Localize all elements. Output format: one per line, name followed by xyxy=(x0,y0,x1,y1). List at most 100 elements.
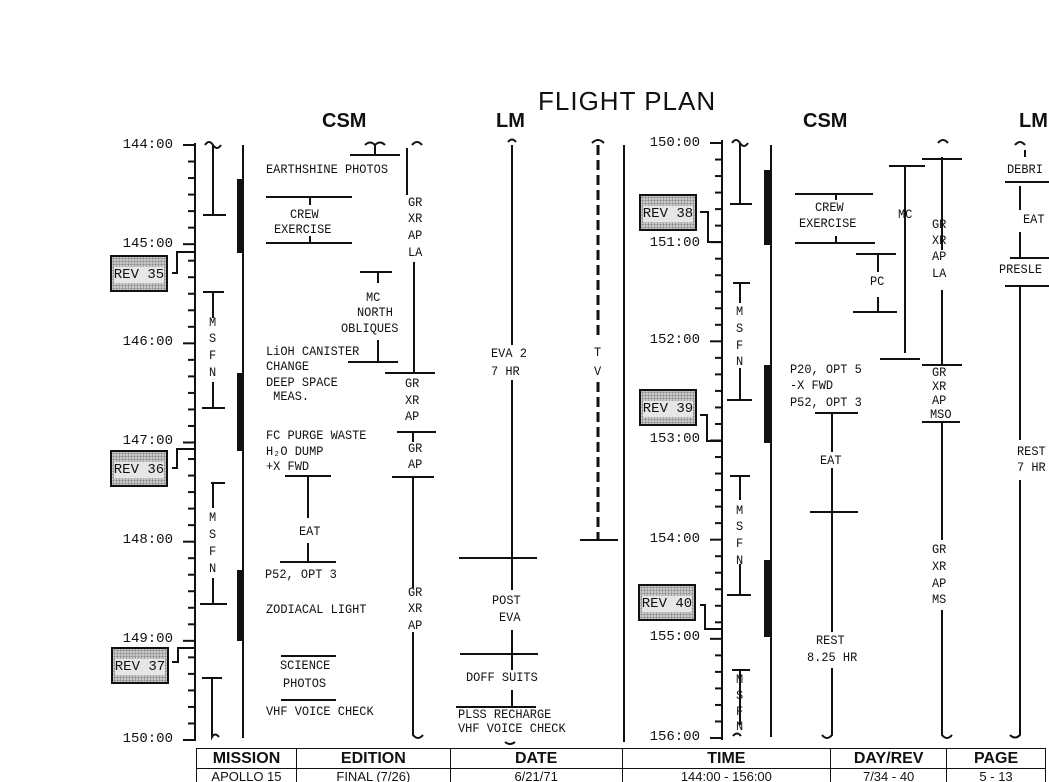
attitude-code: XR xyxy=(408,601,423,616)
msfn-letter: N xyxy=(736,354,744,369)
time-label: 148:00 xyxy=(122,532,173,548)
page-title: FLIGHT PLAN xyxy=(538,86,717,116)
attitude-code: MS xyxy=(932,592,947,607)
msfn-letter: S xyxy=(736,688,744,703)
csm-header-right: CSM xyxy=(803,110,848,132)
rev-box: REV 38 xyxy=(639,194,697,231)
msfn-letter: S xyxy=(209,331,217,346)
attitude-code: XR xyxy=(932,559,947,574)
attitude-code: MSO xyxy=(930,407,952,422)
activity-mc: MC xyxy=(898,207,913,222)
attitude-code: AP xyxy=(408,457,423,472)
lm-plss-recharge: PLSS RECHARGE xyxy=(458,707,552,722)
activity-rest-duration: 8.25 HR xyxy=(807,650,858,665)
rev-box: REV 37 xyxy=(111,647,169,684)
lm-doff-suits: DOFF SUITS xyxy=(466,670,538,685)
time-label: 145:00 xyxy=(122,236,173,252)
footer-header-time: TIME xyxy=(621,748,832,769)
attitude-code: GR xyxy=(405,376,420,391)
attitude-code: XR xyxy=(405,393,420,408)
attitude-code: AP xyxy=(932,393,947,408)
time-label: 146:00 xyxy=(122,334,173,350)
activity-vhf-voice-check: VHF VOICE CHECK xyxy=(266,704,374,719)
activity-zodiacal-light: ZODIACAL LIGHT xyxy=(266,602,367,617)
activity-p52: P52, OPT 3 xyxy=(790,395,862,410)
time-label: 154:00 xyxy=(649,531,700,547)
msfn-letter: N xyxy=(209,365,217,380)
lm-header-left: LM xyxy=(496,110,525,132)
rev-box: REV 39 xyxy=(639,389,697,426)
activity-lioh-canister: LiOH CANISTER xyxy=(266,344,360,359)
footer-header-day-rev: DAY/REV xyxy=(830,748,948,769)
lm-rest: REST xyxy=(1017,444,1046,459)
time-label: 150:00 xyxy=(122,731,173,747)
time-label: 152:00 xyxy=(649,332,700,348)
time-label: 156:00 xyxy=(649,729,700,745)
attitude-code: GR xyxy=(932,217,947,232)
msfn-letter: M xyxy=(736,672,744,687)
time-label: 155:00 xyxy=(649,629,700,645)
footer-header-mission: MISSION xyxy=(196,748,297,769)
attitude-code: AP xyxy=(405,409,420,424)
msfn-letter: S xyxy=(736,519,744,534)
time-label: 151:00 xyxy=(649,235,700,251)
footer-time: 144:00 - 156:00 xyxy=(621,768,832,782)
activity-exercise: EXERCISE xyxy=(799,216,857,231)
msfn-letter: F xyxy=(736,704,744,719)
time-label: 153:00 xyxy=(649,431,700,447)
msfn-letter: F xyxy=(209,544,217,559)
activity-obliques: OBLIQUES xyxy=(341,321,399,336)
attitude-code: LA xyxy=(408,245,423,260)
msfn-letter: M xyxy=(209,510,217,525)
attitude-code: GR xyxy=(932,542,947,557)
attitude-code: GR xyxy=(408,441,423,456)
time-label: 144:00 xyxy=(122,137,173,153)
msfn-letter: S xyxy=(736,321,744,336)
csm-header-left: CSM xyxy=(322,110,367,132)
activity-eat: EAT xyxy=(299,524,321,539)
activity-rest: REST xyxy=(816,633,845,648)
msfn-letter: F xyxy=(209,348,217,363)
activity-pc: PC xyxy=(870,274,885,289)
lm-presleep: PRESLE xyxy=(999,262,1043,277)
lm-eat: EAT xyxy=(1023,212,1045,227)
attitude-code: AP xyxy=(408,618,423,633)
footer-date: 6/21/71 xyxy=(449,768,623,782)
footer-day-rev: 7/34 - 40 xyxy=(830,768,948,782)
activity-crew: CREW xyxy=(815,200,844,215)
activity-meas: MEAS. xyxy=(266,389,310,404)
activity-crew: CREW xyxy=(290,207,319,222)
attitude-code: GR xyxy=(932,365,947,380)
lm-post: POST xyxy=(492,593,521,608)
activity-x-fwd: -X FWD xyxy=(790,378,834,393)
activity-earthshine-photos: EARTHSHINE PHOTOS xyxy=(266,162,389,177)
attitude-code: AP xyxy=(932,249,947,264)
attitude-code: XR xyxy=(932,379,947,394)
time-label: 147:00 xyxy=(122,433,173,449)
footer-mission: APOLLO 15 xyxy=(196,768,297,782)
rev-box: REV 35 xyxy=(110,255,168,292)
attitude-code: XR xyxy=(408,211,423,226)
activity-science: SCIENCE xyxy=(280,658,331,673)
activity-x-fwd: +X FWD xyxy=(266,459,310,474)
lm-eva-duration: 7 HR xyxy=(491,364,520,379)
msfn-letter: F xyxy=(736,338,744,353)
msfn-letter: M xyxy=(736,304,744,319)
activity-p20: P20, OPT 5 xyxy=(790,362,862,377)
activity-p52: P52, OPT 3 xyxy=(265,567,337,582)
msfn-letter: M xyxy=(736,503,744,518)
attitude-code: GR xyxy=(408,195,423,210)
msfn-letter: N xyxy=(209,561,217,576)
msfn-letter: F xyxy=(736,536,744,551)
activity-mc: MC xyxy=(366,290,381,305)
lm-vhf-voice-check: VHF VOICE CHECK xyxy=(458,721,566,736)
rev-box: REV 40 xyxy=(638,584,696,621)
footer-header-date: DATE xyxy=(449,748,623,769)
tv-letter: V xyxy=(594,364,602,379)
msfn-letter: S xyxy=(209,527,217,542)
msfn-letter: M xyxy=(209,315,217,330)
tv-letter: T xyxy=(594,345,602,360)
attitude-code: AP xyxy=(932,576,947,591)
